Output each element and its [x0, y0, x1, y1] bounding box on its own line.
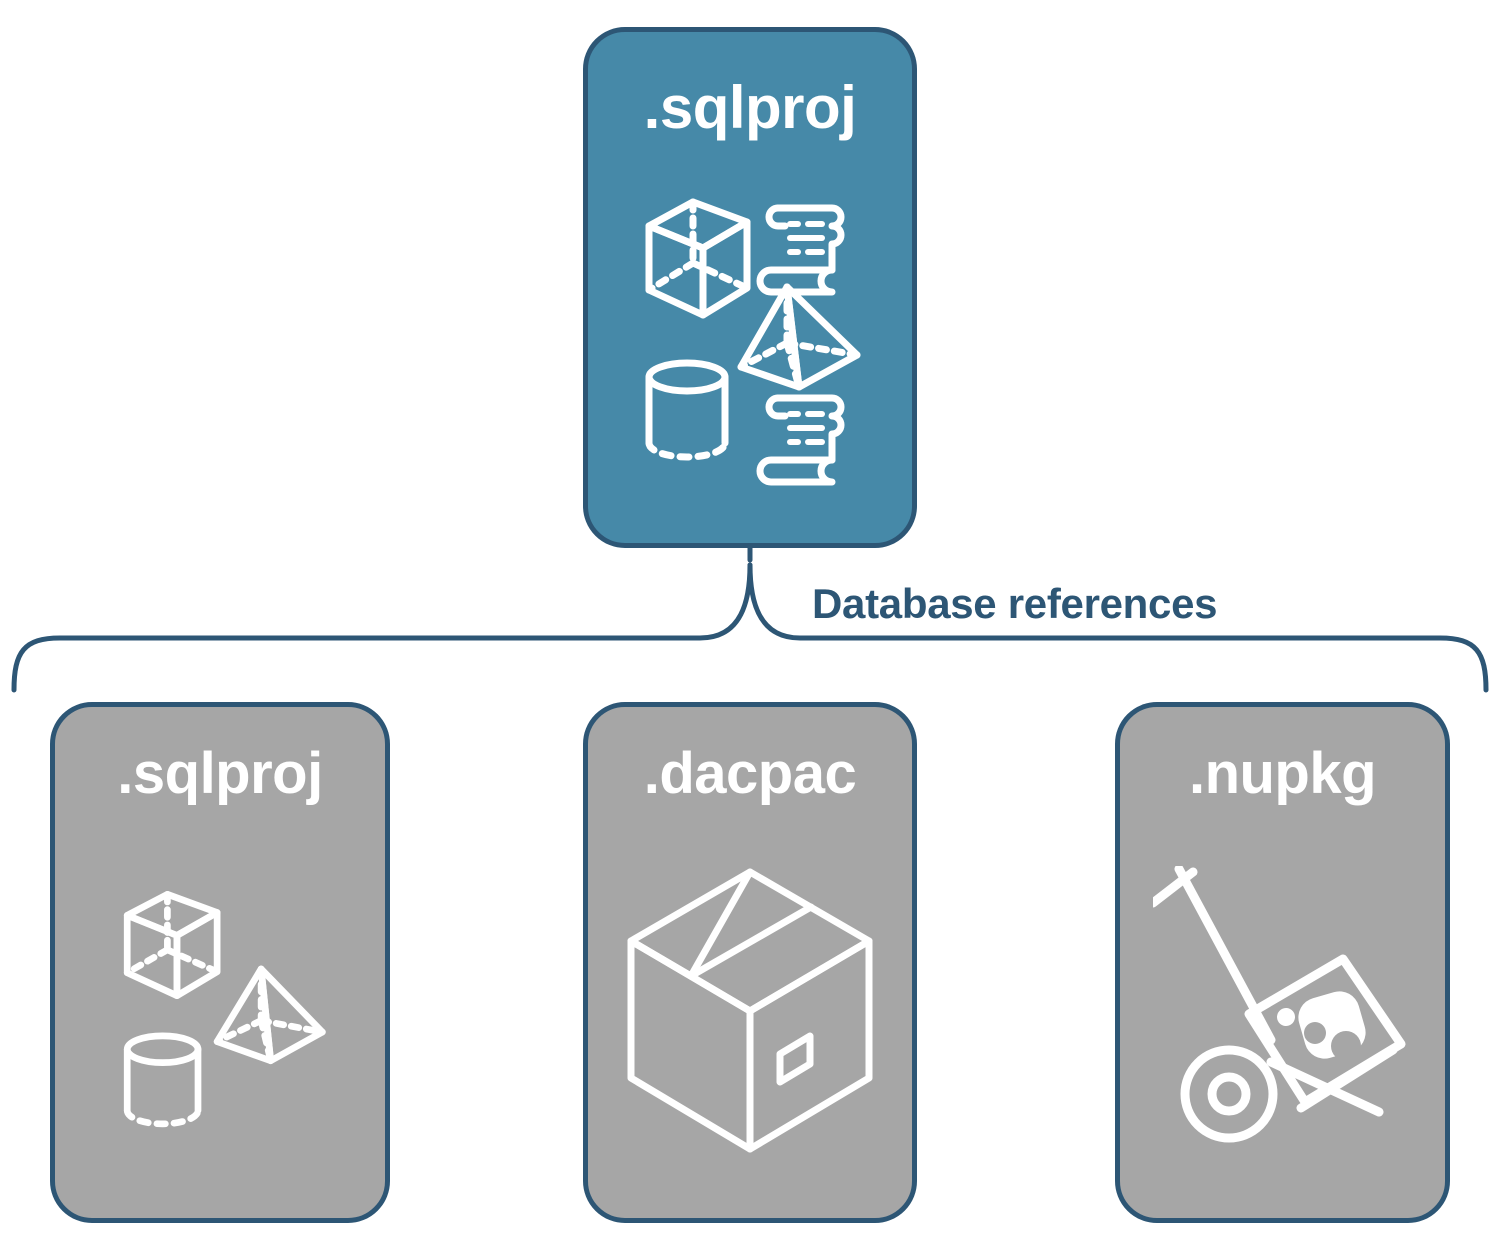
scroll-icon — [756, 204, 845, 295]
reference-node-label: .nupkg — [1188, 741, 1377, 806]
cylinder-wireframe-icon — [123, 1032, 202, 1127]
reference-node-artwork — [1120, 803, 1445, 1218]
database-references-bracket — [11, 545, 1489, 693]
scroll-icon — [756, 394, 845, 485]
reference-node-label: .dacpac — [643, 741, 857, 806]
root-node-icon-group — [645, 198, 861, 485]
reference-node-sqlproj[interactable]: .sqlproj — [50, 702, 390, 1223]
nuget-glyph-holes — [1303, 1021, 1361, 1061]
reference-node-artwork — [55, 803, 385, 1218]
cube-wireframe-icon — [123, 890, 221, 999]
package-box-icon — [627, 868, 873, 1152]
sqlproj-icon-group — [123, 890, 326, 1127]
reference-node-label: .sqlproj — [117, 741, 323, 806]
root-node-sqlproj[interactable]: .sqlproj — [583, 27, 917, 548]
bracket-label: Database references — [812, 580, 1218, 627]
cube-wireframe-icon — [645, 198, 751, 318]
pyramid-wireframe-icon — [737, 283, 861, 390]
root-node-artwork — [588, 138, 912, 543]
hand-truck-package-icon — [1152, 865, 1405, 1142]
root-node-label: .sqlproj — [643, 74, 857, 141]
pyramid-wireframe-icon — [213, 965, 326, 1064]
reference-node-dacpac[interactable]: .dacpac — [583, 702, 917, 1223]
reference-node-nupkg[interactable]: .nupkg — [1115, 702, 1450, 1223]
reference-node-artwork — [588, 803, 912, 1218]
cylinder-wireframe-icon — [645, 359, 729, 460]
